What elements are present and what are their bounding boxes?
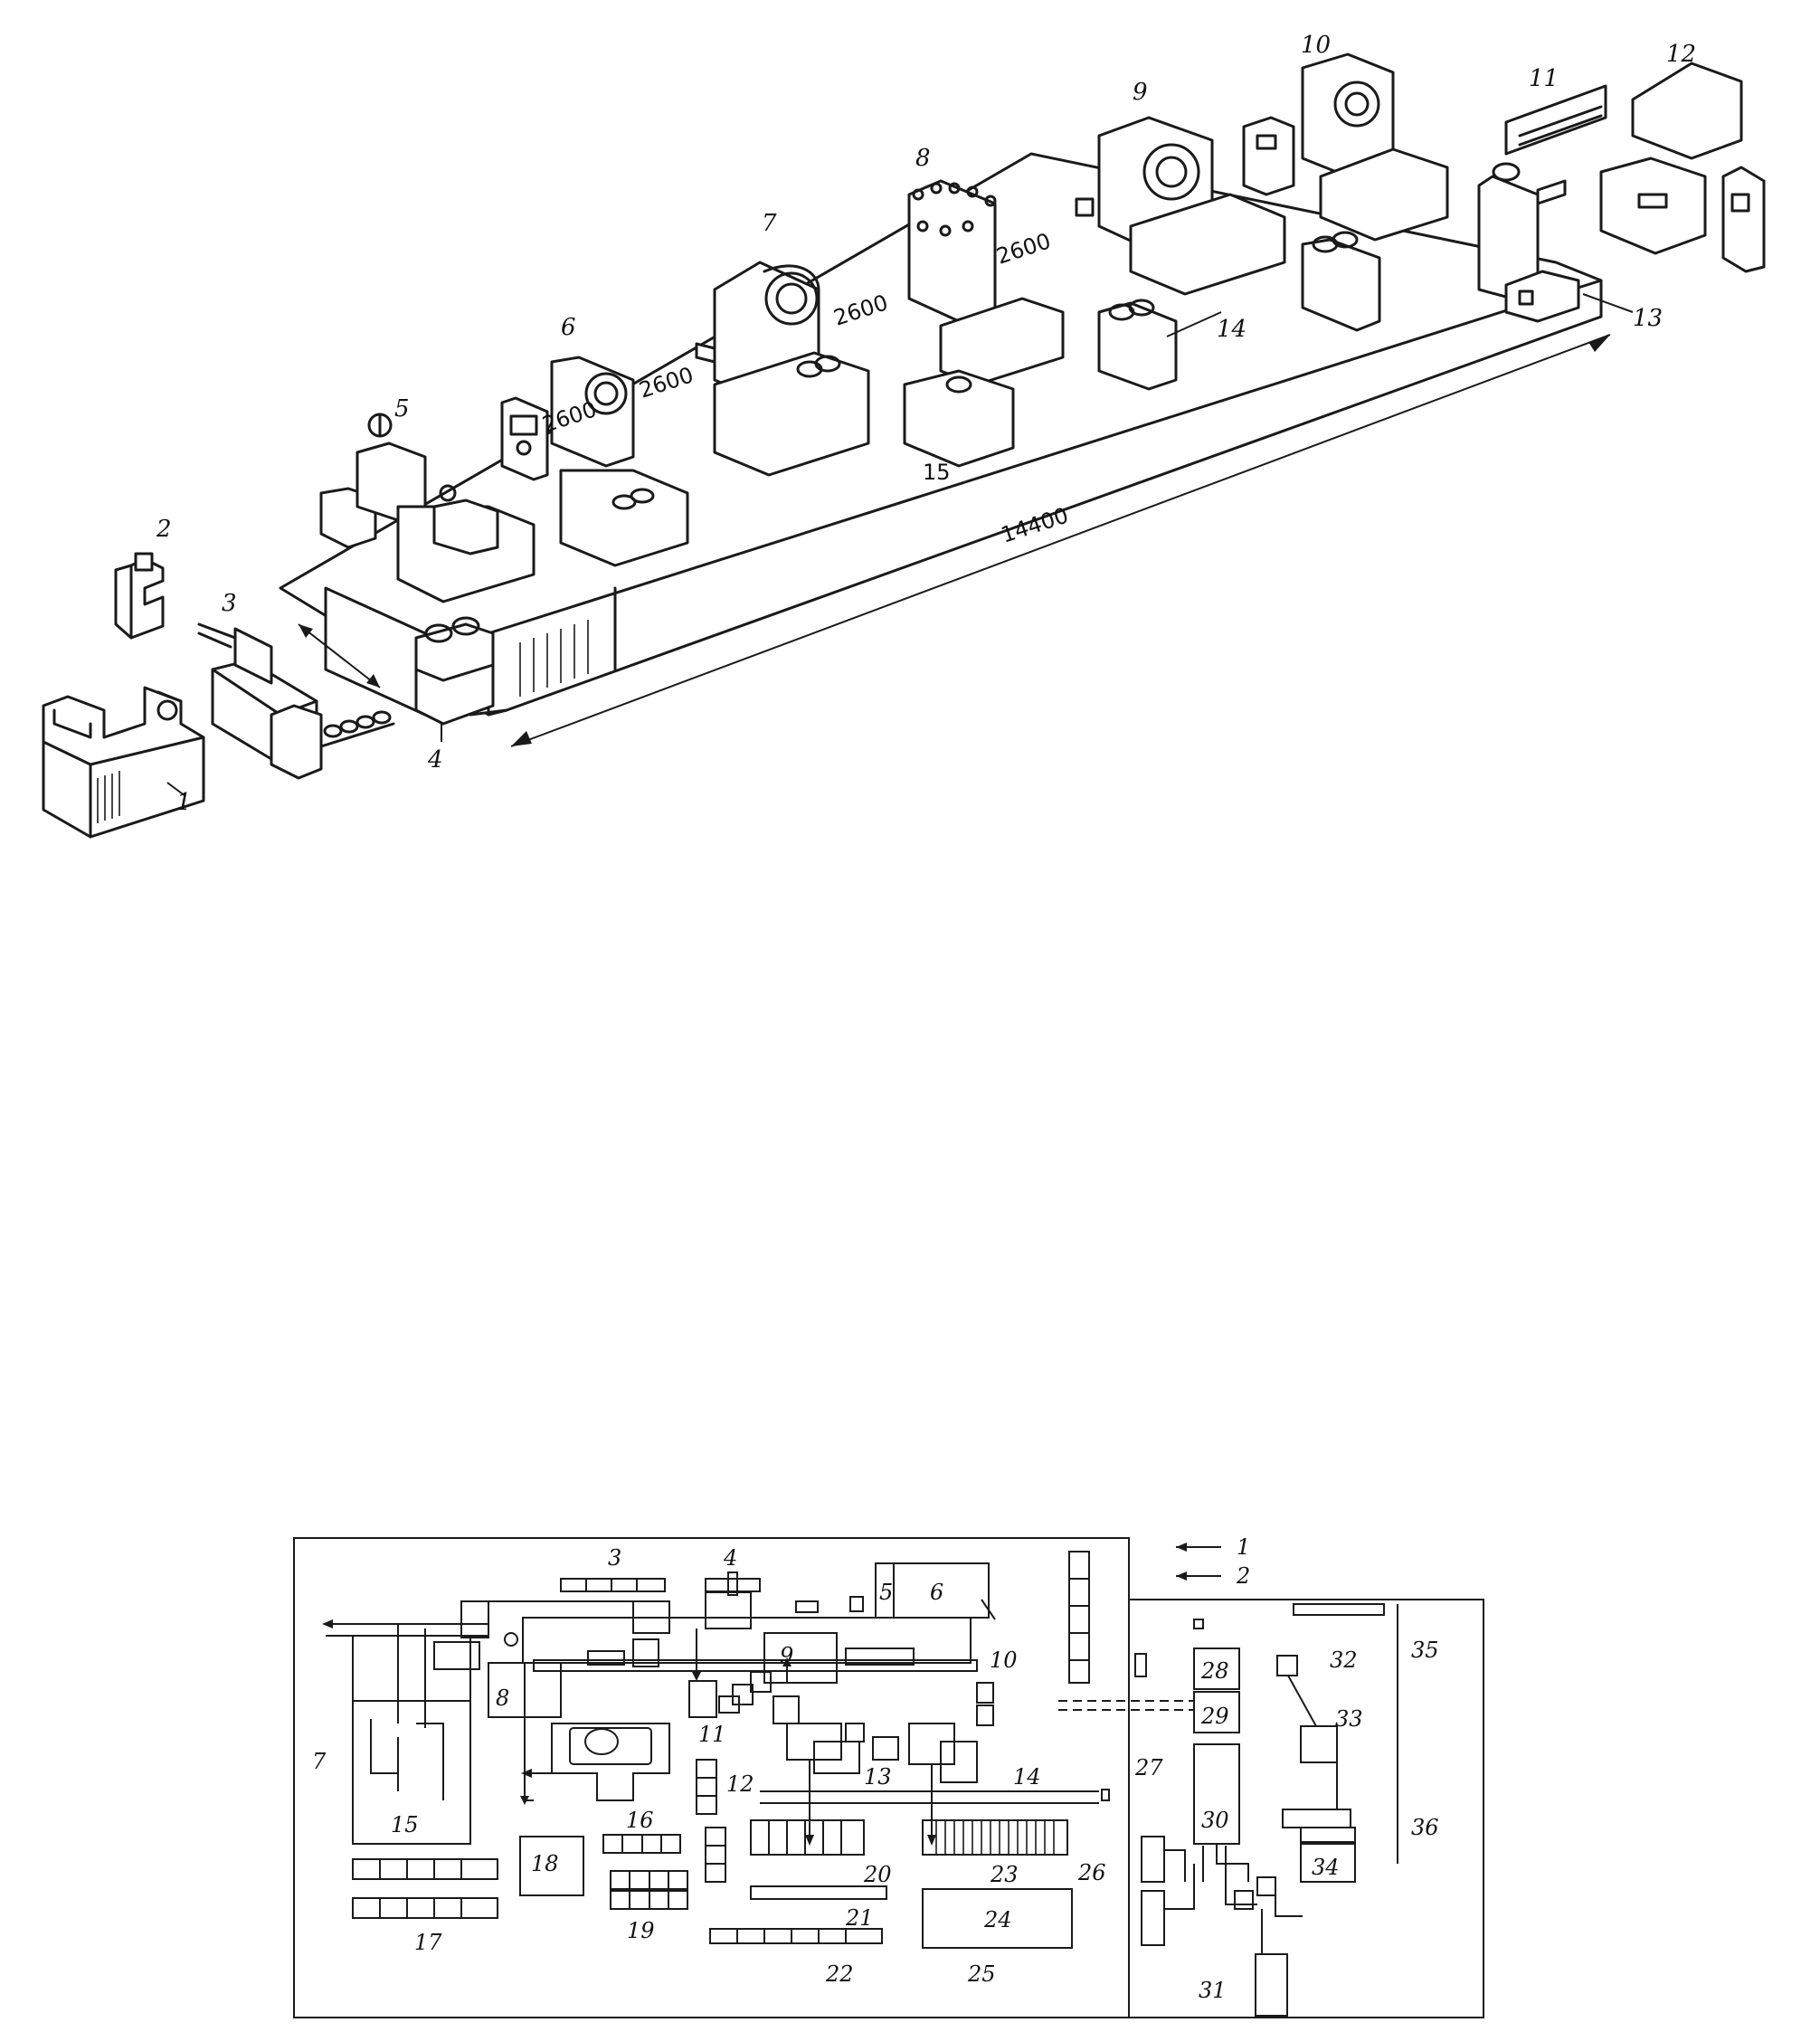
machine-1: [42, 686, 205, 839]
plan-outer-wall: [293, 1537, 1484, 2018]
plan-label-19: 19: [627, 1918, 655, 1943]
machine-3: [197, 622, 395, 780]
plan-label-13: 13: [864, 1764, 892, 1790]
iso-label-11: 11: [1529, 65, 1559, 92]
plan-label-17: 17: [414, 1930, 442, 1955]
machine-6: [500, 356, 689, 567]
control-cabinet: [1242, 116, 1295, 196]
machine-8: [903, 179, 1065, 468]
iso-label-13: 13: [1633, 305, 1663, 332]
machine-7: [695, 261, 870, 477]
iso-label-12: 12: [1666, 41, 1696, 68]
plan-label-21: 21: [845, 1905, 874, 1931]
iso-label-5: 5: [394, 395, 410, 423]
plan-label-12: 12: [726, 1771, 754, 1797]
iso-label-14: 14: [1217, 316, 1247, 343]
plan-label-5: 5: [879, 1580, 893, 1605]
plan-label-35: 35: [1411, 1638, 1439, 1663]
workpiece-row: [319, 710, 395, 748]
machine-2: [114, 552, 165, 640]
plan-label-8: 8: [496, 1685, 509, 1711]
iso-label-8: 8: [915, 145, 931, 172]
plan-label-33: 33: [1335, 1706, 1363, 1732]
legend-arrows: [1176, 1543, 1221, 1581]
iso-label-15: 15: [923, 460, 951, 485]
iso-label-6: 6: [561, 314, 576, 341]
iso-label-3: 3: [222, 590, 237, 617]
plan-label-24: 24: [983, 1907, 1012, 1932]
loader-13: [1504, 270, 1634, 323]
plan-labels: 1 2 3 4 5 6 7 8 9 10 11 12 13 14 15 16 1…: [312, 1534, 1439, 2003]
plan-label-6: 6: [930, 1580, 943, 1605]
plan-label-7: 7: [312, 1749, 327, 1774]
plan-label-25: 25: [967, 1961, 996, 1987]
machine-10: [1301, 52, 1449, 332]
plan-label-22: 22: [825, 1961, 854, 1987]
plan-label-29: 29: [1200, 1704, 1229, 1729]
station-4: [414, 616, 495, 726]
plan-label-28: 28: [1200, 1658, 1229, 1684]
iso-label-7: 7: [762, 210, 777, 237]
plan-label-1: 1: [1237, 1534, 1250, 1560]
plan-label-26: 26: [1077, 1860, 1106, 1885]
plan-label-34: 34: [1312, 1855, 1340, 1880]
plan-label-32: 32: [1330, 1647, 1358, 1673]
iso-label-4: 4: [427, 746, 443, 774]
leader-1: [166, 782, 186, 797]
plan-view: [293, 1537, 1484, 2018]
plan-label-9: 9: [780, 1643, 793, 1668]
leader-14: [1166, 311, 1222, 337]
plan-label-30: 30: [1201, 1808, 1229, 1833]
plan-label-16: 16: [626, 1808, 654, 1833]
iso-label-2: 2: [156, 516, 172, 543]
plan-label-10: 10: [990, 1647, 1018, 1673]
plan-label-36: 36: [1411, 1815, 1439, 1840]
plan-label-31: 31: [1199, 1978, 1227, 2003]
machine-12: [1599, 62, 1766, 273]
iso-label-10: 10: [1301, 32, 1331, 59]
iso-label-9: 9: [1133, 79, 1148, 106]
plan-label-14: 14: [1013, 1764, 1041, 1790]
iso-label-1: 1: [176, 789, 192, 816]
plan-label-3: 3: [608, 1545, 621, 1571]
machine-9: [1075, 116, 1286, 391]
plan-label-23: 23: [990, 1862, 1019, 1887]
plan-label-2: 2: [1236, 1563, 1250, 1589]
plan-label-18: 18: [531, 1851, 559, 1876]
plan-label-4: 4: [723, 1545, 737, 1571]
machine-5: [319, 413, 536, 603]
isometric-line-view: [42, 52, 1766, 839]
machine-11: [1477, 84, 1607, 305]
dimension-14400: [510, 334, 1611, 747]
plan-label-11: 11: [698, 1722, 726, 1747]
spindle-head-dots: [912, 182, 997, 237]
plan-label-15: 15: [391, 1812, 419, 1837]
plan-label-20: 20: [863, 1862, 892, 1887]
plan-label-27: 27: [1134, 1755, 1163, 1780]
dimension-left: [298, 623, 381, 688]
